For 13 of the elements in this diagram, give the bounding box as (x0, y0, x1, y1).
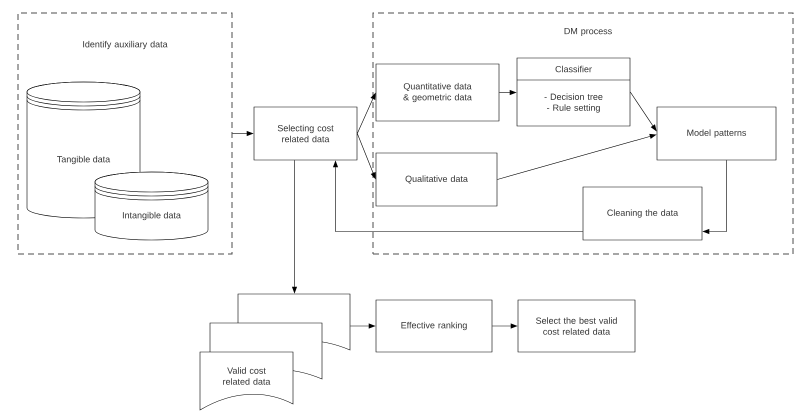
group-title: DM process (564, 28, 612, 36)
process-box: Model patterns (656, 106, 776, 160)
process-box: Selecting cost related data (254, 106, 358, 160)
node-label: Valid cost related data (223, 367, 270, 385)
process-box: Qualitative data (376, 152, 498, 206)
database-cylinder: Intangible data (94, 172, 208, 240)
classifier-box: Classifier - Decision tree - Rule setting (516, 58, 630, 126)
process-box: Effective ranking (376, 300, 492, 352)
group-title: Identify auxiliary data (83, 40, 168, 50)
process-box: Quantitative data & geometric data (376, 64, 500, 122)
document-stack: Valid cost related data (200, 294, 350, 410)
process-box: Cleaning the data (582, 186, 702, 240)
process-box: Select the best valid cost related data (518, 300, 636, 352)
